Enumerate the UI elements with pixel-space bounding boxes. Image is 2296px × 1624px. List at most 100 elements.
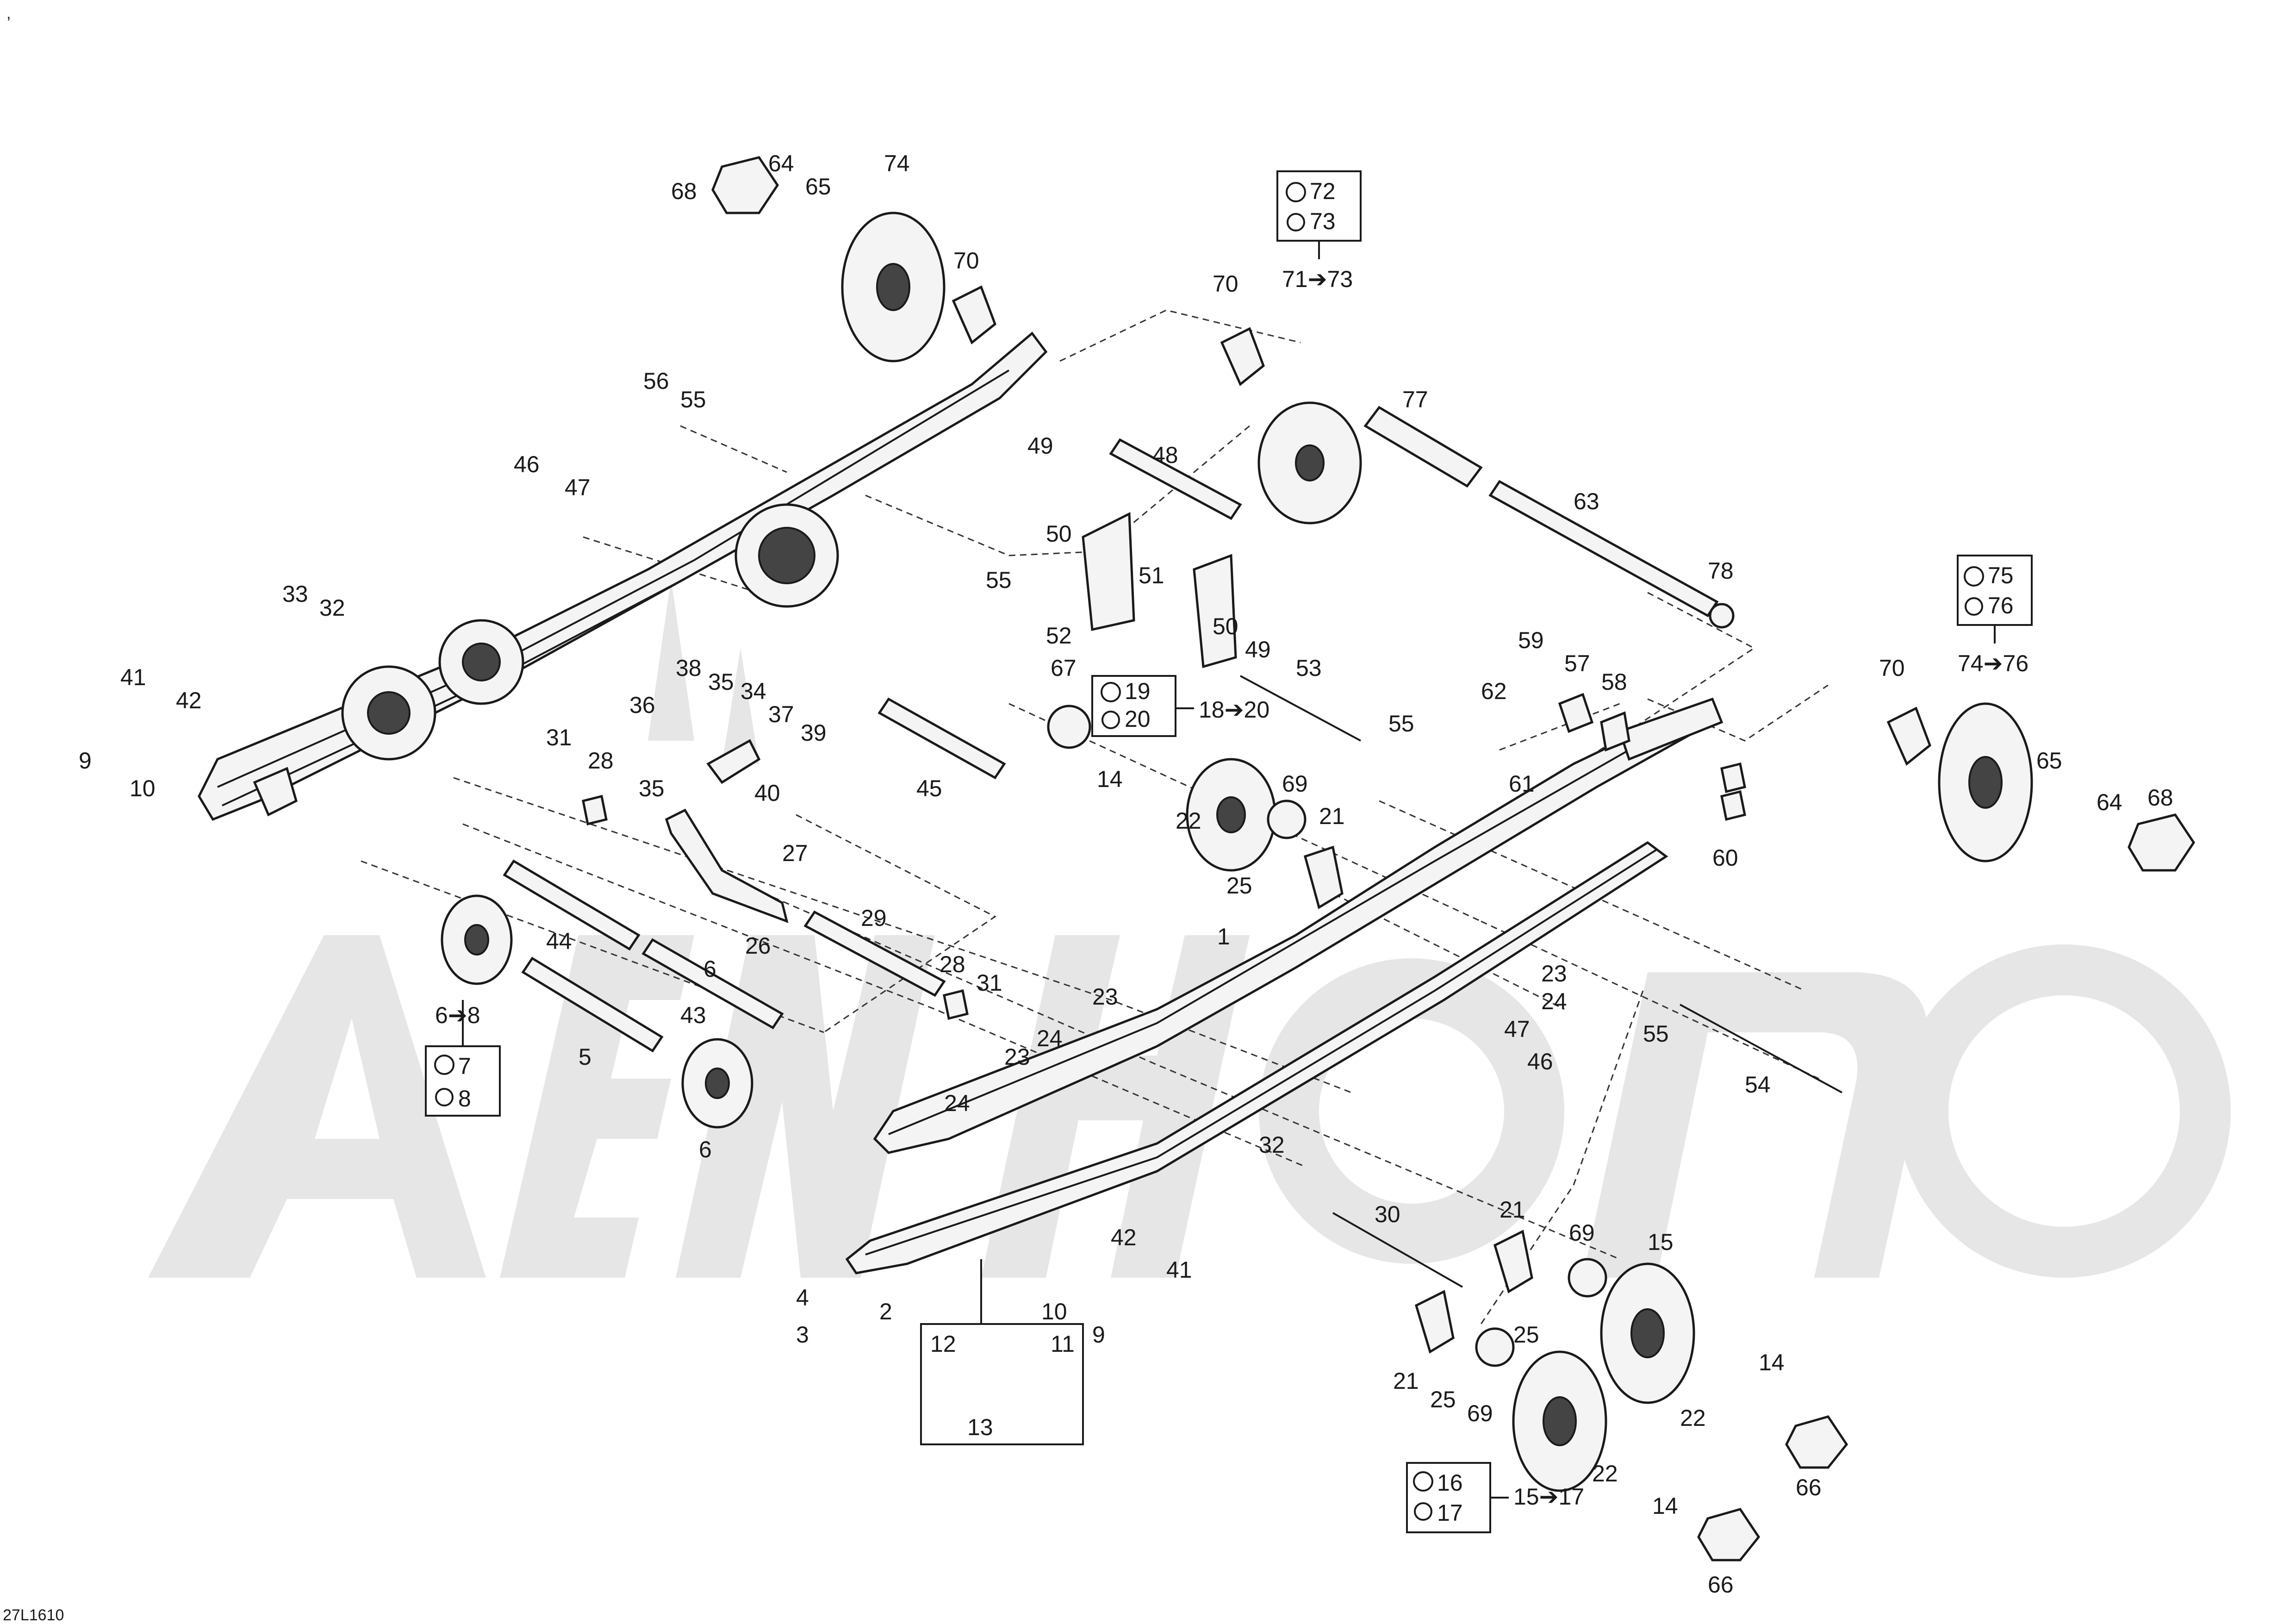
label-41: 41 xyxy=(120,664,146,690)
label-10: 10 xyxy=(1041,1299,1067,1324)
label-70: 70 xyxy=(953,248,979,274)
label-22: 22 xyxy=(1176,808,1201,834)
label-54: 54 xyxy=(1745,1072,1771,1098)
label-68: 68 xyxy=(2147,785,2173,811)
idler-wheel-71 xyxy=(1257,401,1362,525)
label-30: 30 xyxy=(1375,1201,1400,1227)
label-57: 57 xyxy=(1564,650,1590,676)
label-9: 9 xyxy=(1092,1322,1105,1348)
label-53: 53 xyxy=(1296,655,1322,681)
label-32: 32 xyxy=(319,595,345,621)
assembly-label-71-73: 71➔73 xyxy=(1282,266,1353,292)
assembly-labels: 72 73 71➔73 75 76 74➔76 19 20 18➔20 7 8 … xyxy=(435,178,2028,1526)
label-34: 34 xyxy=(740,678,766,704)
hub-68-top xyxy=(711,156,779,214)
label-23: 23 xyxy=(1092,984,1118,1010)
label-42: 42 xyxy=(176,687,202,713)
label-25: 25 xyxy=(1226,873,1252,899)
wheel-15-lower xyxy=(1512,1350,1607,1492)
box-label-76: 76 xyxy=(1988,593,2014,618)
box-label-19: 19 xyxy=(1125,678,1151,704)
label-68: 68 xyxy=(671,178,697,204)
nut-60b xyxy=(1720,762,1746,793)
label-51: 51 xyxy=(1139,562,1164,588)
label-23: 23 xyxy=(1541,961,1567,987)
label-52: 52 xyxy=(1046,623,1072,649)
label-60: 60 xyxy=(1712,845,1738,871)
shaft-48 xyxy=(1109,438,1242,520)
wheel-15-upper xyxy=(1600,1262,1695,1404)
label-65: 65 xyxy=(2036,748,2062,774)
label-9: 9 xyxy=(79,748,92,774)
label-47: 47 xyxy=(1504,1016,1530,1042)
block-70-mid xyxy=(1220,327,1265,386)
idler-wheel-74-top xyxy=(841,212,946,362)
label-11: 11 xyxy=(1051,1331,1075,1357)
label-77: 77 xyxy=(1402,387,1428,412)
spacer-28-left xyxy=(582,794,608,826)
label-4: 4 xyxy=(796,1285,809,1311)
label-67: 67 xyxy=(1051,655,1076,681)
shaft-54 xyxy=(1680,1004,1842,1093)
left-slide-rail xyxy=(198,331,1048,821)
hardware xyxy=(582,156,2196,1562)
label-14: 14 xyxy=(1759,1349,1785,1375)
shaft-53 xyxy=(1240,675,1361,742)
label-49: 49 xyxy=(1245,637,1271,662)
label-35: 35 xyxy=(708,669,734,695)
callout-labels: 1 2 3 4 5 6 9 9 10 10 11 12 13 14 14 14 … xyxy=(79,150,2173,1598)
label-1: 1 xyxy=(1217,924,1230,949)
box-label-20: 20 xyxy=(1125,706,1151,732)
shaft-45 xyxy=(877,697,1006,780)
label-47: 47 xyxy=(565,475,591,500)
box-label-16: 16 xyxy=(1437,1470,1463,1496)
label-59: 59 xyxy=(1518,627,1544,653)
label-69: 69 xyxy=(1467,1400,1493,1426)
label-38: 38 xyxy=(676,655,702,681)
label-2: 2 xyxy=(879,1299,892,1324)
label-50: 50 xyxy=(1213,613,1238,639)
shafts xyxy=(503,406,1842,1288)
label-48: 48 xyxy=(1152,442,1178,468)
clamp-58 xyxy=(1600,711,1630,752)
label-25: 25 xyxy=(1430,1387,1456,1412)
label-55: 55 xyxy=(1388,711,1414,737)
label-74: 74 xyxy=(884,150,910,176)
shaft-63 xyxy=(1488,480,1719,618)
label-27: 27 xyxy=(782,840,808,866)
label-56: 56 xyxy=(643,368,669,394)
label-21: 21 xyxy=(1319,803,1345,829)
label-23: 23 xyxy=(1004,1044,1030,1070)
spacer-69-mid xyxy=(1568,1258,1607,1298)
assembly-label-6-8: 6➔8 xyxy=(435,1002,480,1028)
assembly-label-18-20: 18➔20 xyxy=(1199,697,1269,723)
label-31: 31 xyxy=(977,970,1002,996)
corner-mark: , xyxy=(6,5,11,22)
label-42: 42 xyxy=(1111,1224,1137,1250)
bracket-51-left xyxy=(1082,512,1135,631)
idler-wheel-74-right xyxy=(1938,702,2033,862)
label-31: 31 xyxy=(546,725,572,750)
label-69: 69 xyxy=(1282,771,1308,797)
label-78: 78 xyxy=(1708,558,1734,584)
label-24: 24 xyxy=(1541,988,1567,1014)
box-label-17: 17 xyxy=(1437,1500,1463,1526)
label-64: 64 xyxy=(2097,789,2122,815)
box-label-7: 7 xyxy=(458,1053,471,1079)
label-66: 66 xyxy=(1708,1572,1734,1598)
shaft-44 xyxy=(503,859,641,951)
label-61: 61 xyxy=(1509,771,1535,797)
block-70-right xyxy=(1886,706,1931,766)
shaft-5 xyxy=(521,956,664,1053)
assembly-label-74-76: 74➔76 xyxy=(1958,650,2028,676)
label-24: 24 xyxy=(944,1090,970,1116)
washer-78 xyxy=(1709,603,1735,629)
label-10: 10 xyxy=(130,775,156,801)
shaft-77 xyxy=(1363,406,1483,488)
label-45: 45 xyxy=(916,775,942,801)
right-slide-rail xyxy=(845,697,1724,1274)
label-43: 43 xyxy=(680,1002,706,1028)
nut-60a xyxy=(1720,790,1746,821)
box-label-8: 8 xyxy=(458,1086,471,1112)
